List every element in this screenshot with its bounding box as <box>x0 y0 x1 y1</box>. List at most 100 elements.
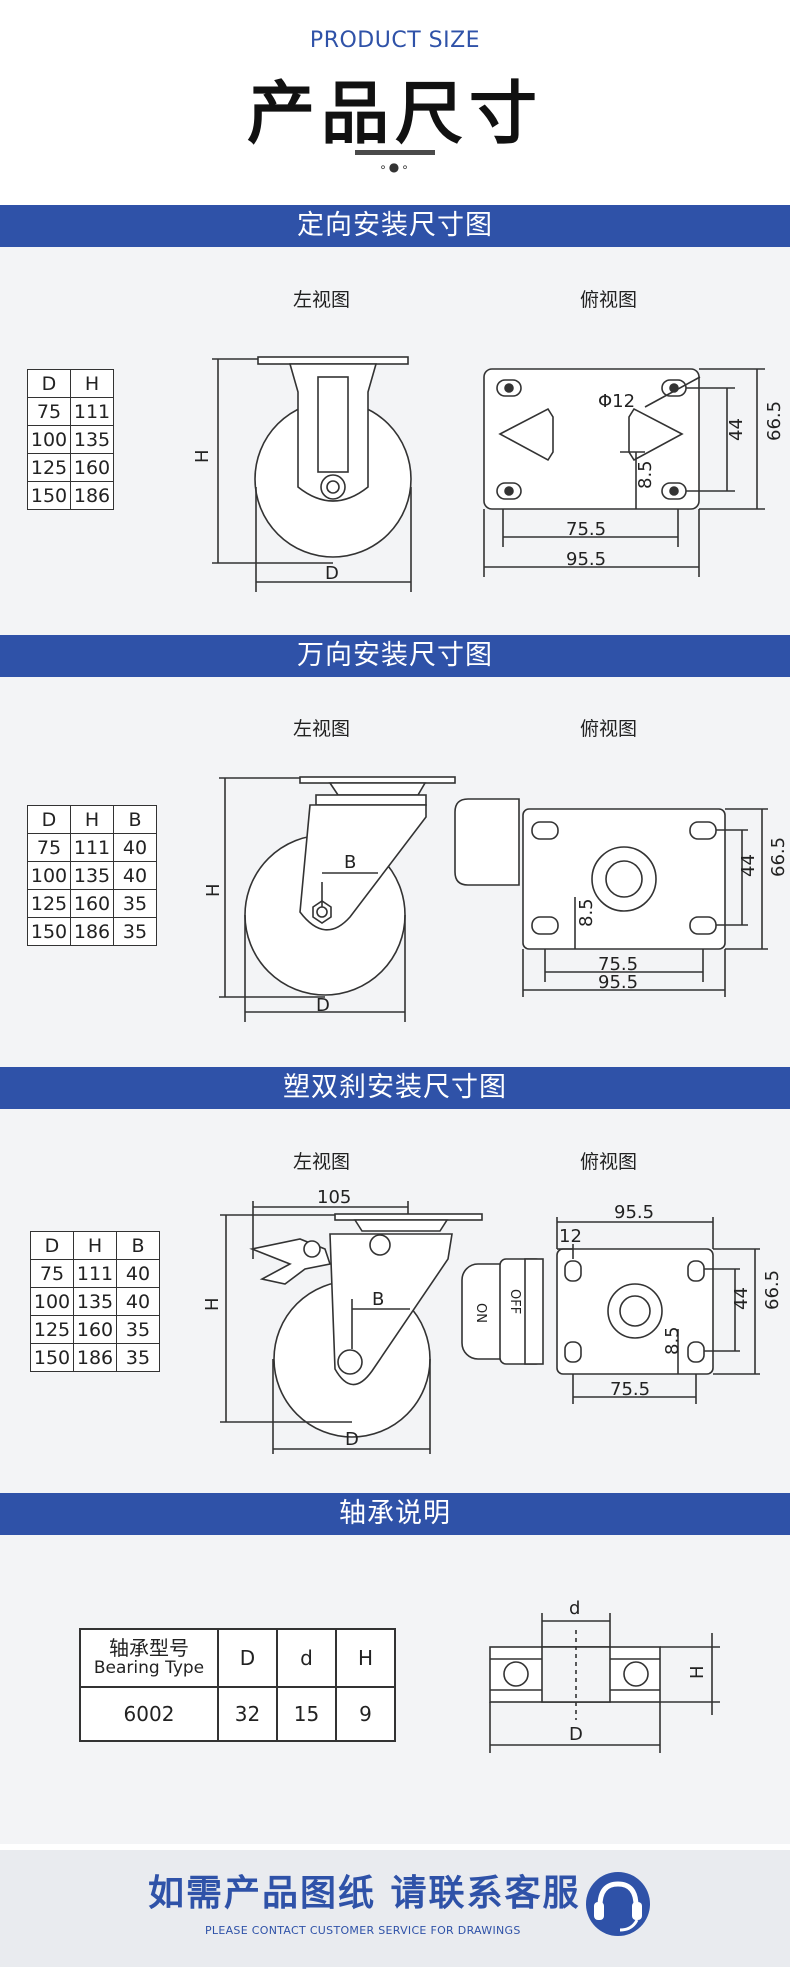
section-band-fixed: 定向安装尺寸图 <box>0 205 790 247</box>
axle <box>337 1349 363 1375</box>
page-header: PRODUCT SIZE 产品尺寸 ∘●∘ <box>0 0 790 205</box>
bearing-type-en: Bearing Type <box>93 1658 205 1678</box>
bracket-slot <box>317 376 349 473</box>
table-cell: 15 <box>276 1686 337 1742</box>
dim-8-5: 8.5 <box>576 898 597 927</box>
table-cell: 6002 <box>79 1686 219 1742</box>
table-cell: 186 <box>70 481 114 510</box>
table-header: D <box>30 1231 74 1260</box>
dim-66-5: 66.5 <box>764 401 785 441</box>
top-view-label: 俯视图 <box>580 289 638 311</box>
table-cell: 135 <box>70 425 114 454</box>
table-header: H <box>70 369 114 398</box>
brake-off-label: OFF <box>507 1289 522 1314</box>
table-cell: 100 <box>30 1287 74 1316</box>
table-cell: 75 <box>27 833 71 862</box>
ball <box>503 1661 529 1687</box>
bearing-drawing: d D H <box>489 1598 720 1753</box>
dim-b: B <box>344 852 356 873</box>
section-band-swivel: 万向安装尺寸图 <box>0 635 790 677</box>
dim-12: 12 <box>559 1226 582 1247</box>
dim-h: H <box>192 449 213 463</box>
table-header: D <box>27 805 71 834</box>
table-cell: 75 <box>30 1259 74 1288</box>
dim-8-5: 8.5 <box>635 460 656 489</box>
headset-icon[interactable] <box>580 1864 656 1940</box>
table-cell: 100 <box>27 861 71 890</box>
dim-66-5: 66.5 <box>768 837 789 877</box>
table-cell: 125 <box>27 453 71 482</box>
section-bearing: 轴承型号 Bearing Type D d H 6002 32 15 9 <box>0 1535 790 1844</box>
dim-h: H <box>687 1665 708 1679</box>
table-header: B <box>113 805 157 834</box>
table-cell: 125 <box>30 1315 74 1344</box>
bearing-type-header: 轴承型号 Bearing Type <box>79 1628 219 1688</box>
footer-stripe <box>0 1844 790 1850</box>
table-cell: 35 <box>116 1343 160 1372</box>
table-header: D <box>217 1628 278 1688</box>
table-cell: 35 <box>113 917 157 946</box>
plate-cutout-left <box>498 407 554 462</box>
dim-d-inner: d <box>569 1598 580 1619</box>
dim-75-5: 75.5 <box>566 519 606 540</box>
table-cell: 32 <box>217 1686 278 1742</box>
dim-h: H <box>203 883 224 897</box>
center-hole <box>619 1295 651 1327</box>
dim-95-5: 95.5 <box>614 1202 654 1223</box>
fork <box>299 804 427 931</box>
top-plate <box>299 776 456 784</box>
dim-95-5: 95.5 <box>598 972 638 993</box>
table-cell: 111 <box>73 1259 117 1288</box>
dim-75-5: 75.5 <box>610 1379 650 1400</box>
title-cn: 产品尺寸 <box>246 75 543 154</box>
dim-44: 44 <box>731 1287 752 1310</box>
table-cell: 40 <box>116 1287 160 1316</box>
table-cell: 35 <box>116 1315 160 1344</box>
table-cell: 150 <box>27 481 71 510</box>
left-view-label: 左视图 <box>293 1151 351 1173</box>
dim-h: H <box>202 1297 223 1311</box>
swivel-caster-drawing: H D B 44 66.5 8.5 75.5 95.5 <box>203 776 789 1022</box>
top-plate <box>334 1213 483 1221</box>
table-cell: 186 <box>70 917 114 946</box>
table-cell: 75 <box>27 397 71 426</box>
dim-75-5: 75.5 <box>598 954 638 975</box>
section-band-brake: 塑双刹安装尺寸图 <box>0 1067 790 1109</box>
dim-b: B <box>372 1289 384 1310</box>
bearing-table: 轴承型号 Bearing Type D d H 6002 32 15 9 <box>79 1628 396 1742</box>
table-cell: 40 <box>113 861 157 890</box>
left-view-label: 左视图 <box>293 289 351 311</box>
table-header: d <box>276 1628 337 1688</box>
table-header: H <box>73 1231 117 1260</box>
mount-plate <box>483 368 700 510</box>
plate-cutout-right <box>628 407 684 462</box>
table-cell: 135 <box>73 1287 117 1316</box>
dim-44: 44 <box>738 854 759 877</box>
center-hole <box>605 860 643 898</box>
ball <box>623 1661 649 1687</box>
dim-d: D <box>325 563 339 584</box>
table-cell: 111 <box>70 833 114 862</box>
table-cell: 111 <box>70 397 114 426</box>
dim-d: D <box>345 1429 359 1450</box>
title-dots: ∘●∘ <box>379 160 411 174</box>
table-header: B <box>116 1231 160 1260</box>
bearing-type-cn: 轴承型号 <box>109 1636 189 1660</box>
table-header: D <box>27 369 71 398</box>
dim-95-5: 95.5 <box>566 549 606 570</box>
dim-8-5: 8.5 <box>662 1326 683 1355</box>
axle-inner <box>326 480 340 494</box>
dim-66-5: 66.5 <box>762 1270 783 1310</box>
section-band-bearing: 轴承说明 <box>0 1493 790 1535</box>
dim-44: 44 <box>726 418 747 441</box>
title-underline <box>355 150 435 155</box>
swivel-bearing <box>328 782 427 796</box>
dim-d-outer: D <box>569 1724 583 1745</box>
table-header: H <box>70 805 114 834</box>
brake-caster-drawing: H D B 105 95.5 12 44 66.5 8.5 75.5 ON OF… <box>202 1187 783 1454</box>
